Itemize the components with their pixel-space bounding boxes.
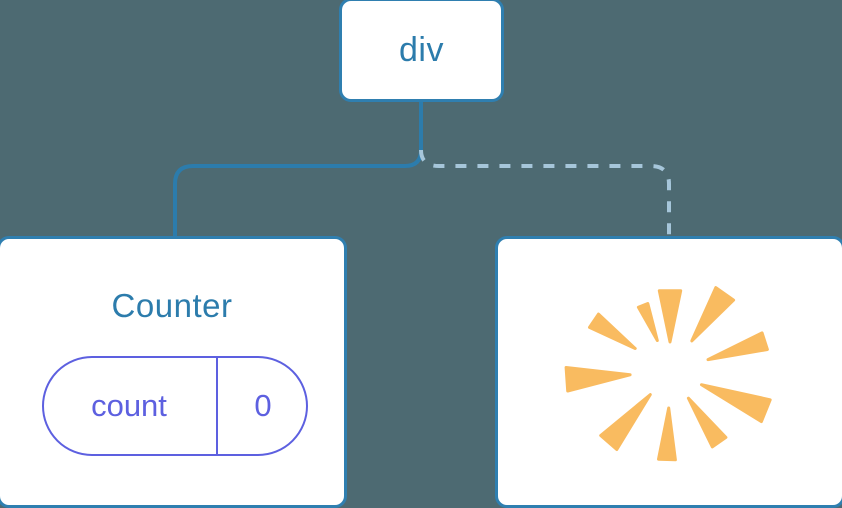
burst-spoke-0	[657, 289, 683, 344]
node-loading[interactable]	[495, 236, 842, 508]
node-div-label: div	[399, 31, 444, 69]
state-pill-outline	[42, 356, 308, 456]
state-pill-divider	[216, 356, 218, 456]
burst-spoke-1	[690, 286, 736, 343]
edge-root-to-loading	[419, 149, 671, 238]
state-pill-count[interactable]: count 0	[42, 356, 308, 456]
node-div[interactable]: div	[339, 0, 504, 102]
state-pill-value: 0	[254, 388, 272, 423]
burst-spoke-9	[636, 302, 659, 342]
burst-spoke-8	[588, 312, 637, 350]
burst-spoke-5	[657, 406, 677, 462]
burst-spoke-7	[564, 366, 632, 393]
burst-spoke-6	[599, 393, 652, 451]
node-counter[interactable]: Counter count 0	[0, 236, 347, 508]
edge-root-to-counter	[173, 101, 423, 238]
burst-spinner-icon	[564, 286, 772, 462]
burst-spoke-3	[700, 383, 772, 424]
state-pill-key: count	[91, 388, 167, 423]
node-counter-label: Counter	[111, 287, 233, 324]
burst-spoke-2	[706, 331, 769, 362]
burst-spoke-4	[686, 396, 728, 449]
